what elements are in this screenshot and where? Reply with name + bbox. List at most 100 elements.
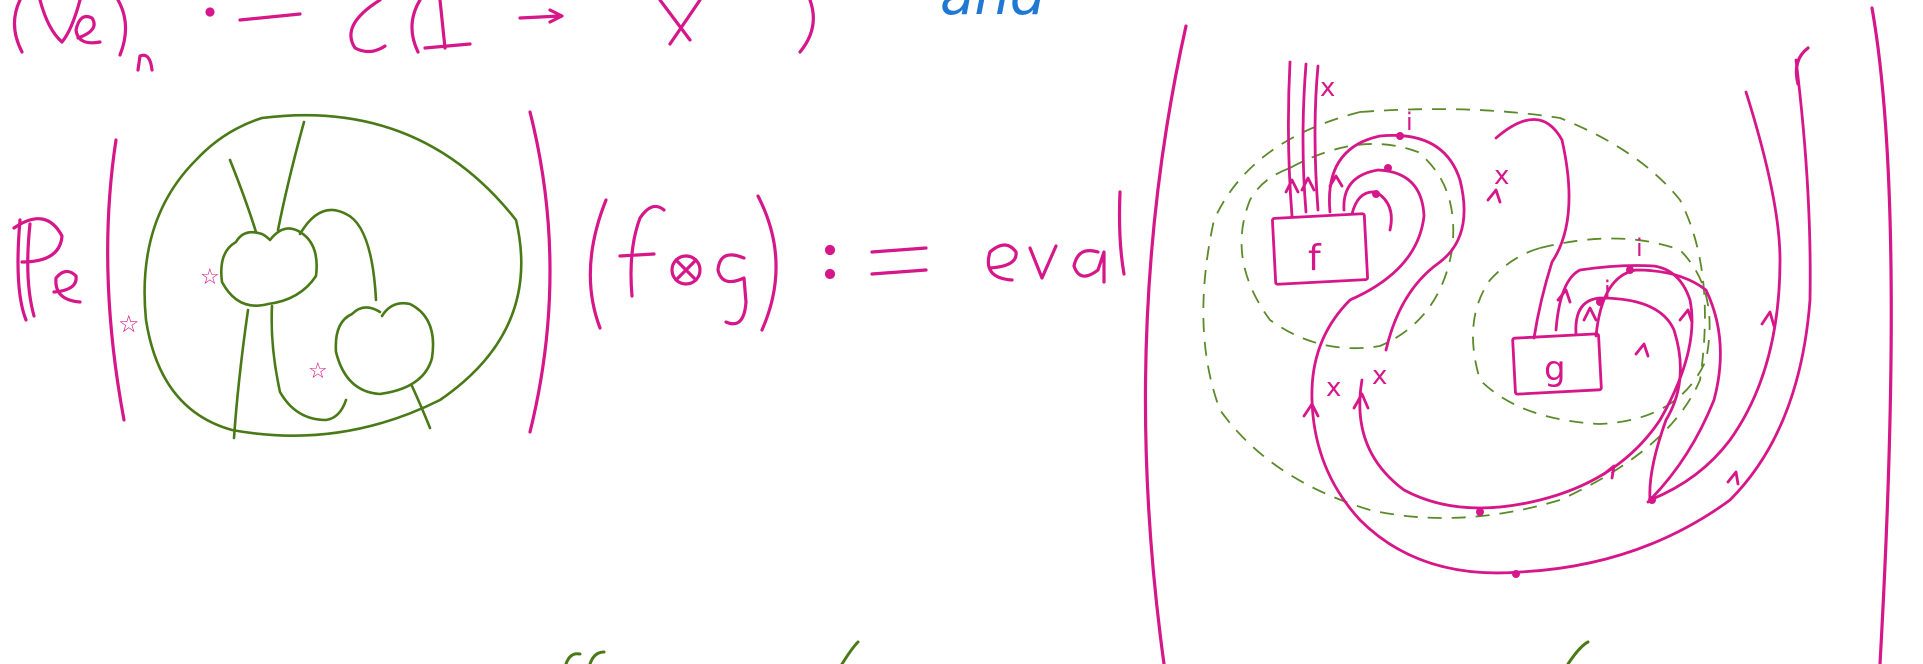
P-bowl (12, 217, 64, 264)
arrowhead-3 (1328, 174, 1344, 188)
top-n-stroke (136, 53, 154, 72)
top-paren2 (410, 0, 422, 54)
e-letter (986, 243, 1018, 282)
eval-right-paren (1870, 6, 1893, 664)
args-left-paren (588, 198, 608, 330)
inner-disk-2 (334, 301, 435, 396)
input-strand-3 (1313, 64, 1320, 212)
outer-circle (143, 113, 523, 437)
top-e-stroke (74, 14, 102, 45)
f-box-label: f (1308, 238, 1322, 279)
equals-top (870, 246, 928, 254)
top-right-paren (116, 0, 128, 57)
top-one-stroke (423, 0, 472, 50)
lhs-left-paren (106, 138, 126, 422)
strand-b (276, 120, 306, 232)
node-right (1648, 496, 1656, 504)
label-x-3: x (1326, 373, 1341, 403)
colon-top (824, 244, 836, 256)
f-dashed-region (1240, 143, 1455, 350)
P-stem (16, 218, 28, 322)
strand-e (270, 304, 348, 422)
l-letter (1117, 190, 1126, 276)
bottom-green-stroke-3 (1566, 640, 1590, 664)
args-expression (588, 194, 778, 332)
nodes (1372, 132, 1656, 578)
top-fragment (12, 0, 815, 72)
arrowhead-11 (1760, 310, 1776, 328)
g-box-label: g (1544, 349, 1566, 389)
top-C-stroke (349, 0, 387, 54)
g-right-loop (1594, 268, 1722, 504)
star-disk-2: ☆ (308, 359, 328, 384)
outer-dashed-region (1202, 108, 1706, 519)
strand-c (298, 208, 378, 302)
equals-bottom (870, 268, 928, 276)
strand-f (410, 384, 432, 430)
green-disk-diagram (143, 113, 523, 440)
label-i-3: i (1604, 276, 1611, 304)
string-labels: x x x x i i i f g (1308, 73, 1643, 403)
mid-loop (1358, 264, 1694, 510)
arrowhead-8 (1582, 306, 1598, 322)
top-V-stroke (38, 0, 82, 44)
g-letter (716, 253, 748, 326)
arrowhead-12 (1602, 464, 1616, 480)
inner-disk-1 (220, 227, 318, 307)
node-outer-bottom (1512, 570, 1520, 578)
f-loop-3 (1350, 190, 1393, 232)
P-double-stroke (26, 222, 36, 318)
arrowhead-5 (1302, 402, 1320, 418)
input-strand-1 (1287, 60, 1294, 218)
otimes-circle (670, 254, 702, 286)
f-loop-2 (1310, 168, 1426, 402)
label-x-1: x (1320, 73, 1335, 103)
label-x-2: x (1494, 161, 1509, 191)
arrowhead-13 (1726, 470, 1740, 486)
arrowhead-4 (1486, 188, 1502, 204)
arrowhead-7 (1556, 288, 1572, 304)
arrowhead-2 (1300, 176, 1316, 192)
green-disk-stars: ☆ ☆ (200, 265, 328, 384)
big-outer-loop (1310, 58, 1812, 575)
strand-a (228, 158, 258, 234)
f-box (1271, 212, 1369, 286)
node-g-top (1626, 266, 1634, 274)
eval-left-paren (1143, 24, 1188, 664)
f-loop-1 (1328, 133, 1466, 352)
label-x-4: x (1372, 361, 1387, 391)
P-symbol (12, 217, 82, 322)
input-strand-2 (1301, 62, 1308, 214)
top-arrow (518, 8, 564, 24)
lhs-star: ☆ (118, 310, 140, 338)
top-blue-word: and (940, 0, 1046, 28)
diagram-parens (106, 110, 552, 434)
bottom-green-stroke-1 (564, 650, 606, 664)
strand-d (232, 308, 250, 440)
top-X-stroke (658, 0, 702, 46)
top-colon-dot (205, 7, 215, 17)
label-i-2: i (1636, 234, 1643, 262)
g-dashed-region (1472, 237, 1711, 425)
arrowhead-9 (1634, 342, 1650, 358)
args-right-paren (756, 194, 778, 332)
g-box (1511, 332, 1603, 396)
otimes-cross (674, 258, 698, 282)
arrowheads (1284, 174, 1776, 486)
star-disk-1: ☆ (200, 265, 220, 290)
bottom-green-stroke-2 (840, 640, 860, 664)
node-f-small (1372, 190, 1380, 198)
label-i-1: i (1406, 108, 1413, 136)
right-strand (1648, 90, 1782, 502)
arrowhead-6 (1352, 392, 1370, 410)
string-diagram (1271, 58, 1812, 578)
assign-expression (824, 190, 1126, 284)
eval-parens (1143, 6, 1893, 664)
arrowhead-10 (1678, 308, 1694, 324)
a-letter (1072, 249, 1106, 284)
g-out-loop (1574, 296, 1682, 502)
top-left-paren (12, 0, 24, 54)
top-paren3 (798, 0, 815, 54)
e-subscript (52, 269, 82, 304)
